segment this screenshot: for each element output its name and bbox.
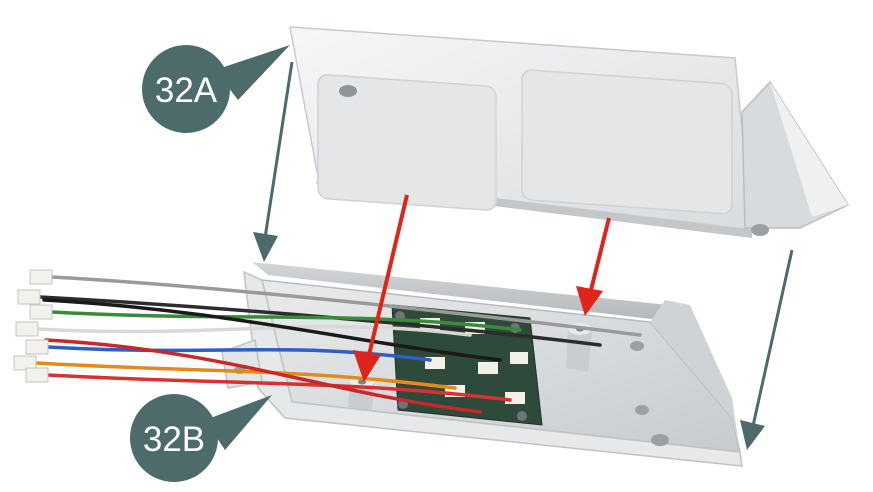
- assembly-arrows: [353, 194, 611, 382]
- red-arrow-left-shaft: [367, 194, 409, 356]
- plug-6: [13, 355, 37, 371]
- callout-32a-circle: [142, 45, 230, 133]
- plug-3: [29, 304, 53, 320]
- guide-arrow-left-head: [253, 232, 278, 262]
- cover-bracket-face: [770, 82, 848, 217]
- top-cover: [289, 26, 850, 238]
- wire-4: [36, 325, 472, 337]
- wire-8: [42, 298, 502, 362]
- wire-9: [44, 338, 482, 414]
- cover-panel-right: [521, 69, 733, 215]
- wire-plugs: [13, 269, 53, 383]
- callout-32a-pointer: [215, 45, 290, 100]
- case-hole-a: [630, 341, 644, 351]
- cover-screw-hole: [339, 85, 357, 97]
- pcb-screw-4: [517, 411, 527, 421]
- wire-3: [50, 310, 522, 332]
- plug-5: [25, 339, 49, 355]
- guide-arrow-left-shaft: [263, 61, 294, 239]
- wire-6: [34, 361, 457, 390]
- case-hole-b: [635, 405, 649, 415]
- connector-4: [478, 362, 498, 374]
- connector-7: [510, 352, 528, 364]
- case-right-wall: [650, 300, 740, 452]
- case-hole-c: [651, 434, 669, 446]
- case-back-wall: [252, 262, 678, 322]
- wire-1: [50, 275, 642, 337]
- case-front-rim: [243, 270, 743, 467]
- bracket-slot: [751, 224, 769, 236]
- plug-4: [15, 321, 39, 337]
- callout-32a-label: 32A: [155, 71, 218, 110]
- red-arrow-left-head: [353, 350, 381, 382]
- plug-1: [29, 269, 53, 285]
- guide-arrow-right-shaft: [751, 249, 794, 427]
- callout-32b-label: 32B: [143, 420, 205, 459]
- plug-2: [17, 289, 41, 305]
- callout-32b: 32B: [130, 394, 272, 482]
- callout-32b-pointer: [205, 395, 272, 450]
- cover-panel-left: [317, 74, 497, 211]
- guide-arrows: [253, 61, 794, 450]
- post-right: [566, 328, 592, 372]
- callout-32a: 32A: [142, 45, 290, 133]
- red-arrow-right-shaft: [589, 217, 611, 291]
- red-arrow-right-head: [576, 286, 603, 316]
- guide-arrow-right-head: [740, 420, 765, 450]
- wire-7: [46, 373, 512, 402]
- plug-7: [25, 367, 49, 383]
- callout-32b-circle: [130, 394, 218, 482]
